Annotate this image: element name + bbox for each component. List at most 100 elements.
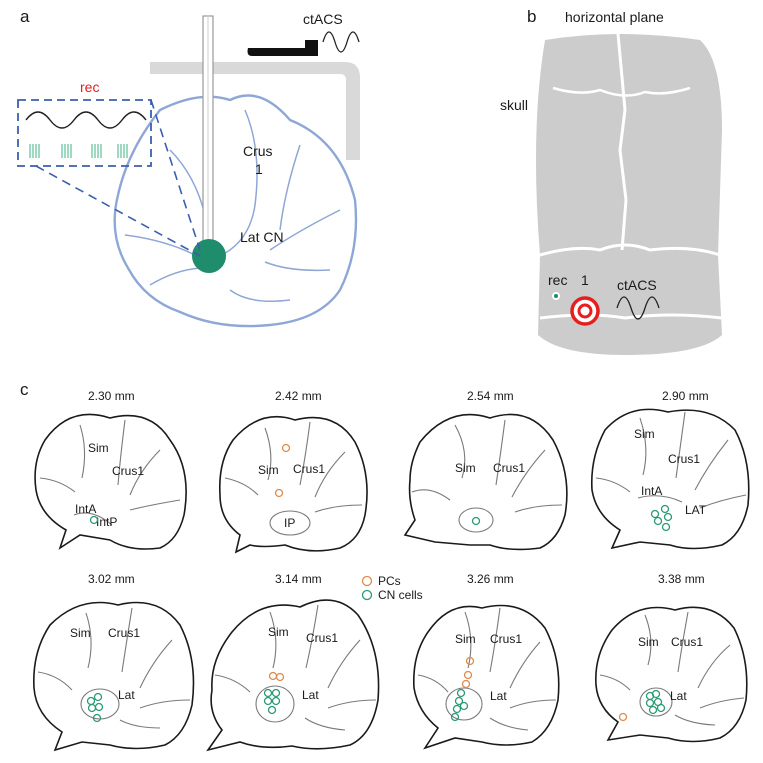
pc-cell — [463, 670, 473, 680]
ctacs-label-a: ctACS — [303, 11, 343, 27]
skull-label: skull — [500, 97, 528, 113]
slice-depth: 3.14 mm — [275, 572, 322, 586]
sine-wave-icon — [322, 31, 360, 53]
rec-label-b: rec — [548, 272, 567, 288]
svg-text:Lat: Lat — [302, 688, 319, 702]
fissure — [229, 289, 291, 302]
svg-text:Sim: Sim — [638, 635, 659, 649]
cn-cell — [660, 504, 670, 514]
svg-text:Lat: Lat — [118, 688, 135, 702]
svg-text:Crus1: Crus1 — [490, 632, 522, 646]
cn-cell — [663, 512, 673, 522]
horizontal-plane-title: horizontal plane — [565, 9, 664, 25]
panel-c: c PCs CN cells 2.30 mm Sim Crus1 IntA In… — [20, 380, 750, 752]
slice-3-02: 3.02 mm Sim Crus1 Lat — [33, 572, 195, 752]
ctacs-label-b: ctACS — [617, 277, 657, 293]
fissure — [124, 234, 196, 256]
slice-2-54: 2.54 mm Sim Crus1 — [403, 389, 568, 551]
svg-text:Sim: Sim — [88, 441, 109, 455]
svg-text:Sim: Sim — [70, 626, 91, 640]
cn-cell — [661, 522, 671, 532]
svg-text:IntA: IntA — [75, 502, 96, 516]
fissure — [264, 261, 331, 272]
lfp-trace — [25, 111, 147, 129]
pc-cell — [465, 656, 475, 666]
svg-text:IP: IP — [284, 516, 295, 530]
fissure — [269, 209, 341, 251]
lambdoid-suture — [539, 243, 721, 257]
cn-cell — [93, 692, 103, 702]
skull-horizontal — [536, 34, 722, 355]
spike-raster — [29, 144, 128, 158]
lat-cn-label: Lat CN — [240, 229, 284, 245]
cn-cell — [648, 705, 658, 715]
cn-cell — [650, 509, 660, 519]
legend-pc-marker — [361, 575, 373, 587]
cn-cell — [271, 688, 281, 698]
fissure — [149, 267, 201, 286]
crus-label-line2: 1 — [255, 161, 263, 177]
slice-depth: 2.54 mm — [467, 389, 514, 403]
slice-3-14: 3.14 mm Sim Crus1 Lat — [206, 572, 380, 752]
cn-cell — [271, 696, 281, 706]
svg-text:LAT: LAT — [685, 503, 707, 517]
pc-cell — [274, 488, 284, 498]
ctacs-electrode — [247, 40, 318, 56]
cerebellum-outline — [113, 94, 358, 328]
cn-cell — [263, 688, 273, 698]
cn-cell — [651, 689, 661, 699]
cn-cell — [263, 696, 273, 706]
fissure — [279, 144, 301, 231]
slice-3-38: 3.38 mm Sim Crus1 Lat — [595, 572, 748, 743]
pc-cell — [618, 712, 628, 722]
ctacs-target-center — [577, 303, 593, 319]
svg-text:Sim: Sim — [455, 461, 476, 475]
rec-site — [554, 294, 558, 298]
site-label: 1 — [581, 272, 589, 288]
cn-cell — [267, 705, 277, 715]
pc-cell — [275, 672, 285, 682]
fissure — [169, 149, 206, 216]
slice-2-30: 2.30 mm Sim Crus1 IntA IntP — [34, 389, 187, 550]
cn-cell — [94, 702, 104, 712]
svg-text:Sim: Sim — [634, 427, 655, 441]
svg-text:IntP: IntP — [96, 515, 117, 529]
svg-text:Crus1: Crus1 — [668, 452, 700, 466]
slice-3-26: 3.26 mm Sim Crus1 Lat — [412, 572, 560, 750]
fissure — [221, 109, 258, 256]
svg-text:Crus1: Crus1 — [112, 464, 144, 478]
cn-cell — [454, 696, 464, 706]
svg-text:Sim: Sim — [258, 463, 279, 477]
rec-label-a: rec — [80, 79, 99, 95]
legend-pcs: PCs — [378, 574, 401, 588]
svg-text:Sim: Sim — [455, 632, 476, 646]
svg-text:Lat: Lat — [490, 689, 507, 703]
cn-cell — [645, 698, 655, 708]
cn-cell — [450, 712, 460, 722]
pc-cell — [281, 443, 291, 453]
cn-cell — [92, 713, 102, 723]
svg-text:Crus1: Crus1 — [493, 461, 525, 475]
legend-cn-marker — [361, 589, 373, 601]
panel-c-letter: c — [20, 380, 29, 399]
crus-label-line1: Crus — [243, 143, 273, 159]
coronal-suture — [552, 86, 691, 97]
panel-a-letter: a — [20, 7, 30, 26]
legend-cn-cells: CN cells — [378, 588, 423, 602]
slice-depth: 3.38 mm — [658, 572, 705, 586]
panel-b: b horizontal plane skull rec 1 ctACS — [500, 7, 723, 355]
rec-inset-box — [17, 99, 152, 167]
panel-b-letter: b — [527, 7, 536, 26]
slice-depth: 3.02 mm — [88, 572, 135, 586]
slice-depth: 2.42 mm — [275, 389, 322, 403]
svg-text:Lat: Lat — [670, 689, 687, 703]
sine-wave-icon — [616, 296, 660, 320]
svg-text:Crus1: Crus1 — [671, 635, 703, 649]
cn-cell — [452, 704, 462, 714]
lat-cn-nucleus — [192, 239, 226, 273]
pc-cell — [461, 679, 471, 689]
slice-2-42: 2.42 mm Sim Crus1 IP — [218, 389, 368, 554]
slice-depth: 3.26 mm — [467, 572, 514, 586]
panel-a: a ctACS Crus 1 Lat CN rec — [17, 7, 360, 328]
